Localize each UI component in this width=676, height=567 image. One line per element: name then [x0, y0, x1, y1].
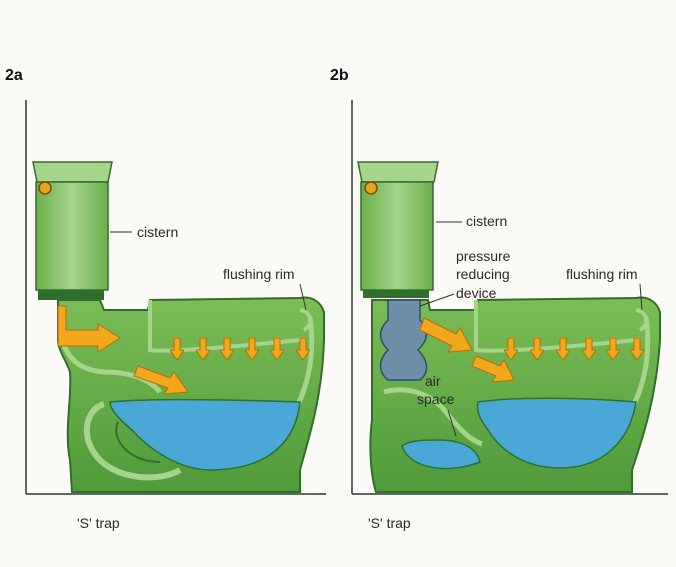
callout-air-line2: space: [417, 391, 455, 407]
callout-flushing-rim-2b: flushing rim: [566, 266, 638, 282]
callout-cistern-2a: cistern: [137, 224, 178, 240]
panel-label-2b: 2b: [330, 67, 349, 84]
float-ball-icon: [38, 181, 52, 195]
water-2a: [109, 398, 301, 471]
panel-2a: 2a: [5, 67, 326, 531]
trap-water-2b: [401, 439, 481, 470]
callout-flushing-rim-2a: flushing rim: [223, 266, 295, 282]
panel-label-2a: 2a: [5, 67, 23, 84]
panel-2b: 2b: [330, 67, 668, 531]
callout-pressure-line1: pressure: [456, 248, 511, 264]
callout-pressure-line2: reducing: [456, 266, 510, 282]
cistern-2b: [357, 161, 439, 298]
callout-air-line1: air: [425, 373, 441, 389]
flow-arrow-icon: [419, 317, 473, 353]
flow-arrow-icon: [57, 305, 121, 353]
flow-arrow-icon: [471, 355, 515, 383]
bowl-2a: [57, 296, 325, 493]
cistern-2a: [32, 161, 113, 300]
callout-pressure-line3: device: [456, 285, 497, 301]
water-2b: [476, 397, 637, 469]
callout-cistern-2b: cistern: [466, 213, 507, 229]
float-ball-icon: [364, 181, 378, 195]
flow-arrows-2a: [57, 305, 310, 395]
pressure-reducing-device: [379, 299, 428, 381]
caption-2b: 'S' trap: [368, 515, 411, 531]
flow-arrow-icon: [133, 365, 189, 395]
bowl-2b: [369, 296, 661, 493]
caption-2a: 'S' trap: [77, 515, 120, 531]
flow-arrows-2b: [419, 317, 644, 383]
